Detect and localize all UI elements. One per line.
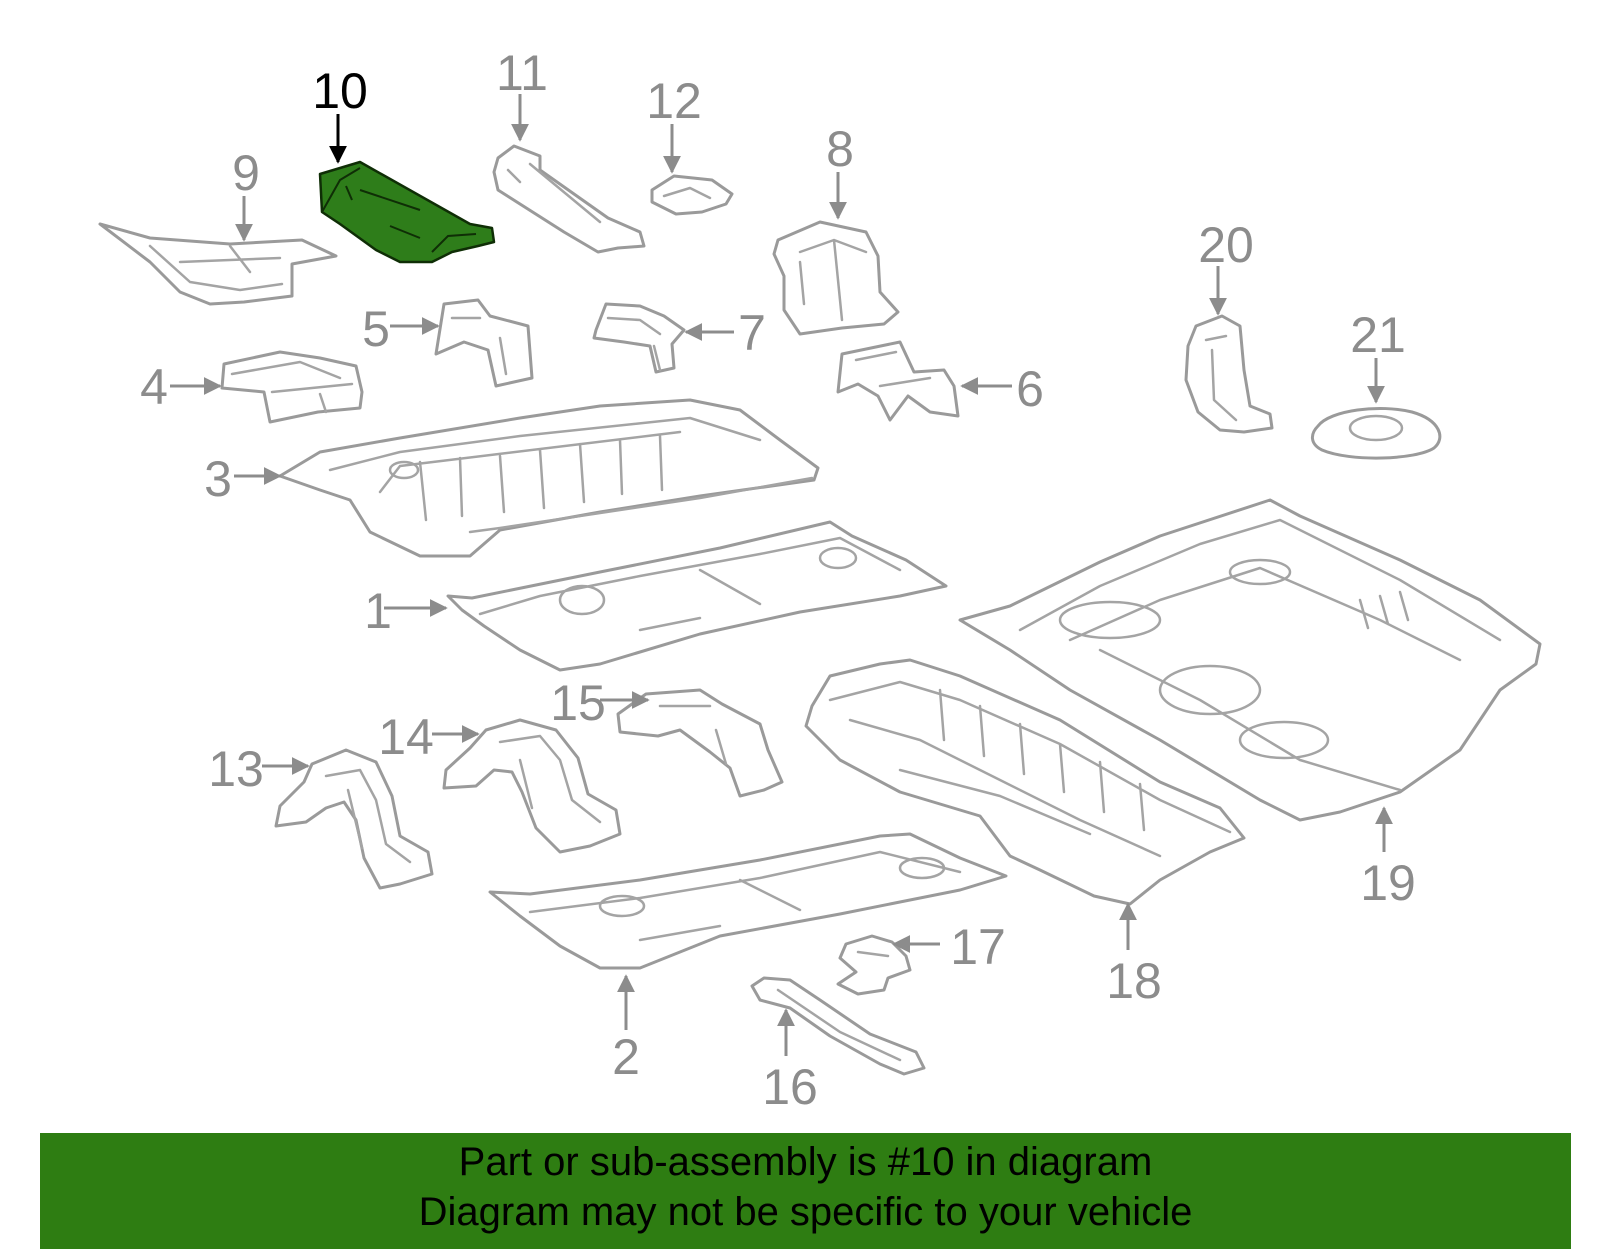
- callout-labels: 1 2 3 4 5 6 7 8 9 10 11 12 13 14 15 16 1…: [140, 45, 1416, 1115]
- callout-1[interactable]: 1: [364, 583, 392, 639]
- callout-arrows: [170, 94, 1393, 1056]
- part-9[interactable]: [98, 222, 338, 306]
- part-6[interactable]: [836, 340, 960, 422]
- part-16[interactable]: [750, 976, 926, 1076]
- callout-11[interactable]: 11: [496, 45, 548, 101]
- banner-line-part-number: Part or sub-assembly is #10 in diagram: [458, 1140, 1153, 1184]
- part-15[interactable]: [616, 688, 784, 798]
- part-1[interactable]: [446, 520, 948, 672]
- part-20[interactable]: [1184, 314, 1274, 434]
- callout-17[interactable]: 17: [950, 919, 1006, 975]
- callout-3[interactable]: 3: [204, 451, 232, 507]
- callout-9[interactable]: 9: [232, 145, 260, 201]
- callout-4[interactable]: 4: [140, 359, 168, 415]
- callout-6[interactable]: 6: [1016, 361, 1044, 417]
- part-8[interactable]: [772, 220, 900, 336]
- info-banner: Part or sub-assembly is #10 in diagram D…: [40, 1133, 1571, 1249]
- callout-15[interactable]: 15: [550, 675, 606, 731]
- part-17[interactable]: [836, 934, 912, 996]
- callout-5[interactable]: 5: [362, 301, 390, 357]
- part-21[interactable]: [1311, 406, 1442, 460]
- parts-diagram: 1 2 3 4 5 6 7 8 9 10 11 12 13 14 15 16 1…: [98, 45, 1542, 1115]
- part-11[interactable]: [492, 144, 646, 254]
- part-2[interactable]: [488, 832, 1008, 970]
- callout-2[interactable]: 2: [612, 1029, 640, 1085]
- part-3[interactable]: [278, 398, 820, 558]
- callout-20[interactable]: 20: [1198, 217, 1254, 273]
- part-4[interactable]: [220, 350, 364, 424]
- callout-13[interactable]: 13: [208, 741, 264, 797]
- part-10[interactable]: [318, 160, 496, 264]
- part-7[interactable]: [592, 302, 686, 374]
- part-13[interactable]: [274, 748, 434, 890]
- callout-18[interactable]: 18: [1106, 953, 1162, 1009]
- callout-19[interactable]: 19: [1360, 855, 1416, 911]
- callout-7[interactable]: 7: [738, 305, 766, 361]
- part-18[interactable]: [804, 658, 1246, 906]
- part-5[interactable]: [434, 298, 534, 388]
- callout-12[interactable]: 12: [646, 73, 702, 129]
- callout-16[interactable]: 16: [762, 1059, 818, 1115]
- banner-line-disclaimer: Diagram may not be specific to your vehi…: [418, 1190, 1193, 1234]
- callout-8[interactable]: 8: [826, 121, 854, 177]
- part-19[interactable]: [958, 498, 1542, 822]
- part-12[interactable]: [650, 174, 734, 216]
- callout-14[interactable]: 14: [378, 709, 434, 765]
- part-14[interactable]: [442, 718, 622, 854]
- callout-10[interactable]: 10: [312, 63, 368, 119]
- callout-21[interactable]: 21: [1350, 307, 1406, 363]
